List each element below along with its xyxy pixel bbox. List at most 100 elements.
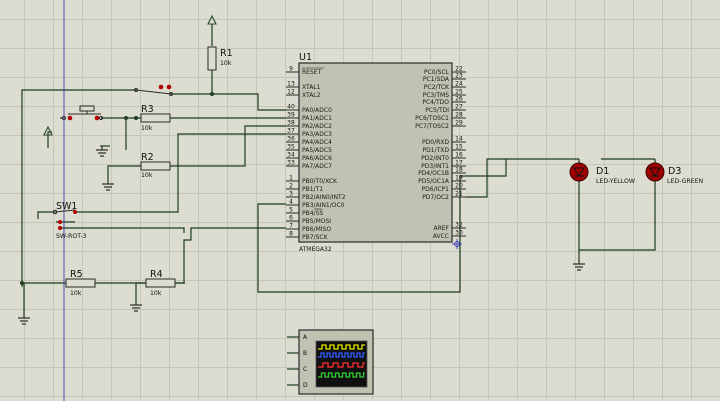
pin-name: PC3/TMS: [423, 92, 449, 99]
chip-pin-left[interactable]: 8 PB7/SCK: [286, 231, 329, 242]
power-terminal-icon[interactable]: [43, 125, 53, 136]
pin-number: 18: [455, 167, 463, 174]
r5-ref: R5: [70, 269, 83, 280]
pin-name: PA1/ADC1: [302, 115, 332, 122]
ground-icon: [96, 146, 127, 157]
crosshair-icon: [452, 239, 462, 249]
resistor-r1[interactable]: R1 10k: [207, 46, 233, 71]
r2-value: 10k: [141, 172, 153, 179]
pin-number: 25: [455, 89, 463, 96]
chip-pin-right[interactable]: 22 PC0/SCL: [424, 66, 466, 77]
pin-name: PD4/OC1B: [418, 170, 449, 177]
pin-name: PB7/SCK: [302, 234, 329, 241]
wire-left-bus: [21, 89, 136, 287]
pin-number: 40: [287, 104, 295, 111]
pin-number: 29: [455, 120, 463, 127]
pin-name: PC4/TDO: [422, 99, 449, 106]
pin-name: PA6/ADC6: [302, 155, 332, 162]
rotary-switch-sw1[interactable]: SW1 SW-ROT-3: [52, 201, 87, 240]
pin-number: 6: [289, 215, 293, 222]
chip-pin-right[interactable]: 21 PD7/OC2: [422, 191, 466, 202]
chip-pin-right[interactable]: 25 PC3/TMS: [423, 89, 466, 100]
chip-body: [298, 62, 453, 243]
chip-pin-left[interactable]: 4 PB3/AIN1/OC0: [286, 199, 345, 210]
pin-name: PD2/INT0: [421, 155, 449, 162]
r3-ref: R3: [141, 104, 154, 115]
chip-pin-right[interactable]: 17 PD3/INT1: [421, 160, 466, 171]
oscilloscope-icon[interactable]: A B C D: [298, 329, 374, 395]
led-d1[interactable]: D1 LED-YELLOW: [569, 159, 635, 185]
chip-pin-right[interactable]: 20 PD6/ICP1: [422, 183, 466, 194]
pin-name: PD6/ICP1: [422, 186, 450, 193]
pin-name: PD3/INT1: [421, 163, 449, 170]
pin-name: PC0/SCL: [424, 69, 450, 76]
pushbutton-top[interactable]: [134, 84, 173, 96]
pin-name: PD1/TXD: [423, 147, 450, 154]
r4-value: 10k: [150, 290, 162, 297]
pin-name: PD7/OC2: [422, 194, 449, 201]
ground-icon: [102, 183, 114, 191]
resistor-r4[interactable]: R4 10k: [145, 269, 176, 297]
pin-number: 15: [455, 144, 463, 151]
r3-value: 10k: [141, 125, 153, 132]
chip-pin-left[interactable]: 40 PA0/ADC0: [286, 104, 332, 115]
led-d3[interactable]: D3 LED-GREEN: [645, 159, 703, 186]
pin-number: 14: [455, 136, 463, 143]
pin-name: PB3/AIN1/OC0: [302, 202, 345, 209]
wire-pb3-loop: [257, 158, 579, 293]
pin-number: 21: [455, 191, 463, 198]
wire-sw-pos2: [60, 227, 185, 233]
scope-trace-yellow: [318, 344, 365, 350]
pin-number: 8: [289, 231, 293, 238]
pin-name: PA7/ADC7: [302, 163, 332, 170]
pin-number: 17: [455, 160, 463, 167]
pin-name: PB5/MOSI: [302, 218, 331, 225]
chip-pin-right[interactable]: 15 PD1/TXD: [423, 144, 466, 155]
pin-number: 22: [455, 66, 463, 73]
pin-number: 20: [455, 183, 463, 190]
wire-sw-center: [37, 211, 55, 219]
scope-channel-a: A: [303, 334, 308, 341]
chip-pin-right[interactable]: 18 PD4/OC1B: [418, 167, 466, 178]
resistor-r5[interactable]: R5 10k: [65, 269, 96, 297]
power-terminal-icon[interactable]: [207, 14, 217, 25]
chip-pin-left[interactable]: 6 PB5/MOSI: [286, 215, 331, 226]
sw1-ref: SW1: [56, 201, 77, 212]
pin-number: 4: [289, 199, 293, 206]
scope-channel-d: D: [303, 382, 308, 389]
pushbutton-mid[interactable]: [62, 105, 103, 121]
resistor-r2[interactable]: R2 10k: [140, 152, 171, 179]
resistor-r3[interactable]: R3 10k: [140, 104, 171, 132]
pin-name: PB4/SS: [302, 210, 323, 217]
pin-name: PA0/ADC0: [302, 107, 332, 114]
